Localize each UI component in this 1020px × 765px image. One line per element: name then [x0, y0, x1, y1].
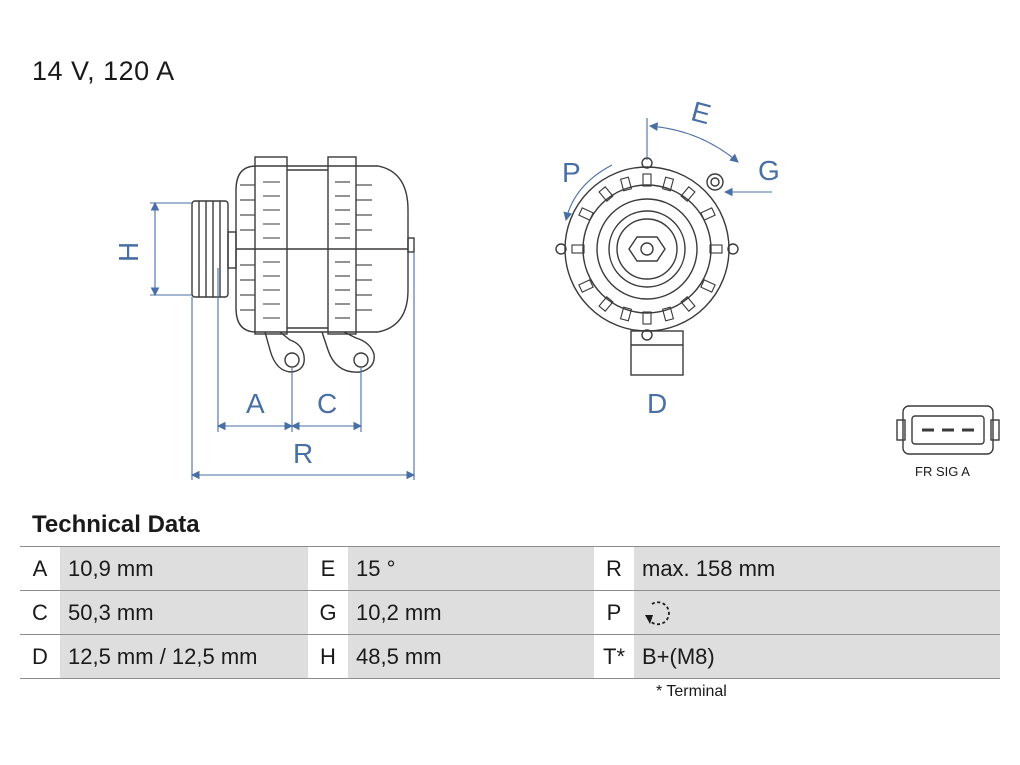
- spec-key: T*: [594, 634, 634, 679]
- headline: 14 V, 120 A: [32, 56, 175, 86]
- table-row: A 10,9 mm E 15 ° R max. 158 mm: [20, 546, 1000, 591]
- dim-label-p: P: [562, 157, 581, 188]
- spec-value: B+(M8): [634, 634, 1000, 679]
- alternator-body: [235, 156, 415, 335]
- spec-value: 50,3 mm: [60, 590, 308, 635]
- spec-key: G: [308, 590, 348, 635]
- spec-value: max. 158 mm: [634, 546, 1000, 591]
- mounting-ears: [264, 331, 375, 373]
- spec-key: H: [308, 634, 348, 679]
- spec-key: D: [20, 634, 60, 679]
- alternator-drawing: H A C R: [113, 95, 1000, 480]
- spec-value-rotation: [634, 590, 1000, 635]
- front-dimensions: [563, 118, 772, 222]
- front-view: [555, 157, 739, 376]
- side-view: [191, 156, 415, 373]
- dim-label-e: E: [688, 95, 714, 130]
- clockwise-rotation-icon: [645, 600, 670, 625]
- technical-data-title: Technical Data: [32, 511, 200, 538]
- dim-label-g: G: [758, 155, 780, 186]
- connector-plug: [896, 405, 1000, 455]
- spec-key: E: [308, 546, 348, 591]
- dim-label-d: D: [647, 388, 667, 419]
- spec-value: 48,5 mm: [348, 634, 594, 679]
- side-dimensions: [150, 201, 416, 480]
- dim-label-c: C: [317, 388, 337, 419]
- dim-label-r: R: [293, 438, 313, 469]
- spec-value: 10,9 mm: [60, 546, 308, 591]
- table-row: D 12,5 mm / 12,5 mm H 48,5 mm T* B+(M8): [20, 634, 1000, 679]
- spec-key: C: [20, 590, 60, 635]
- spec-key: A: [20, 546, 60, 591]
- dim-label-a: A: [246, 388, 265, 419]
- table-row: C 50,3 mm G 10,2 mm P: [20, 590, 1000, 635]
- pulley: [191, 200, 237, 298]
- spec-value: 15 °: [348, 546, 594, 591]
- spec-key: P: [594, 590, 634, 635]
- terminal-footnote: * Terminal: [656, 683, 727, 700]
- spec-value: 12,5 mm / 12,5 mm: [60, 634, 308, 679]
- technical-data-table: A 10,9 mm E 15 ° R max. 158 mm C 50,3 mm…: [20, 546, 1000, 679]
- spec-key: R: [594, 546, 634, 591]
- connector-label: FR SIG A: [915, 464, 970, 479]
- dim-label-h: H: [113, 242, 144, 262]
- spec-value: 10,2 mm: [348, 590, 594, 635]
